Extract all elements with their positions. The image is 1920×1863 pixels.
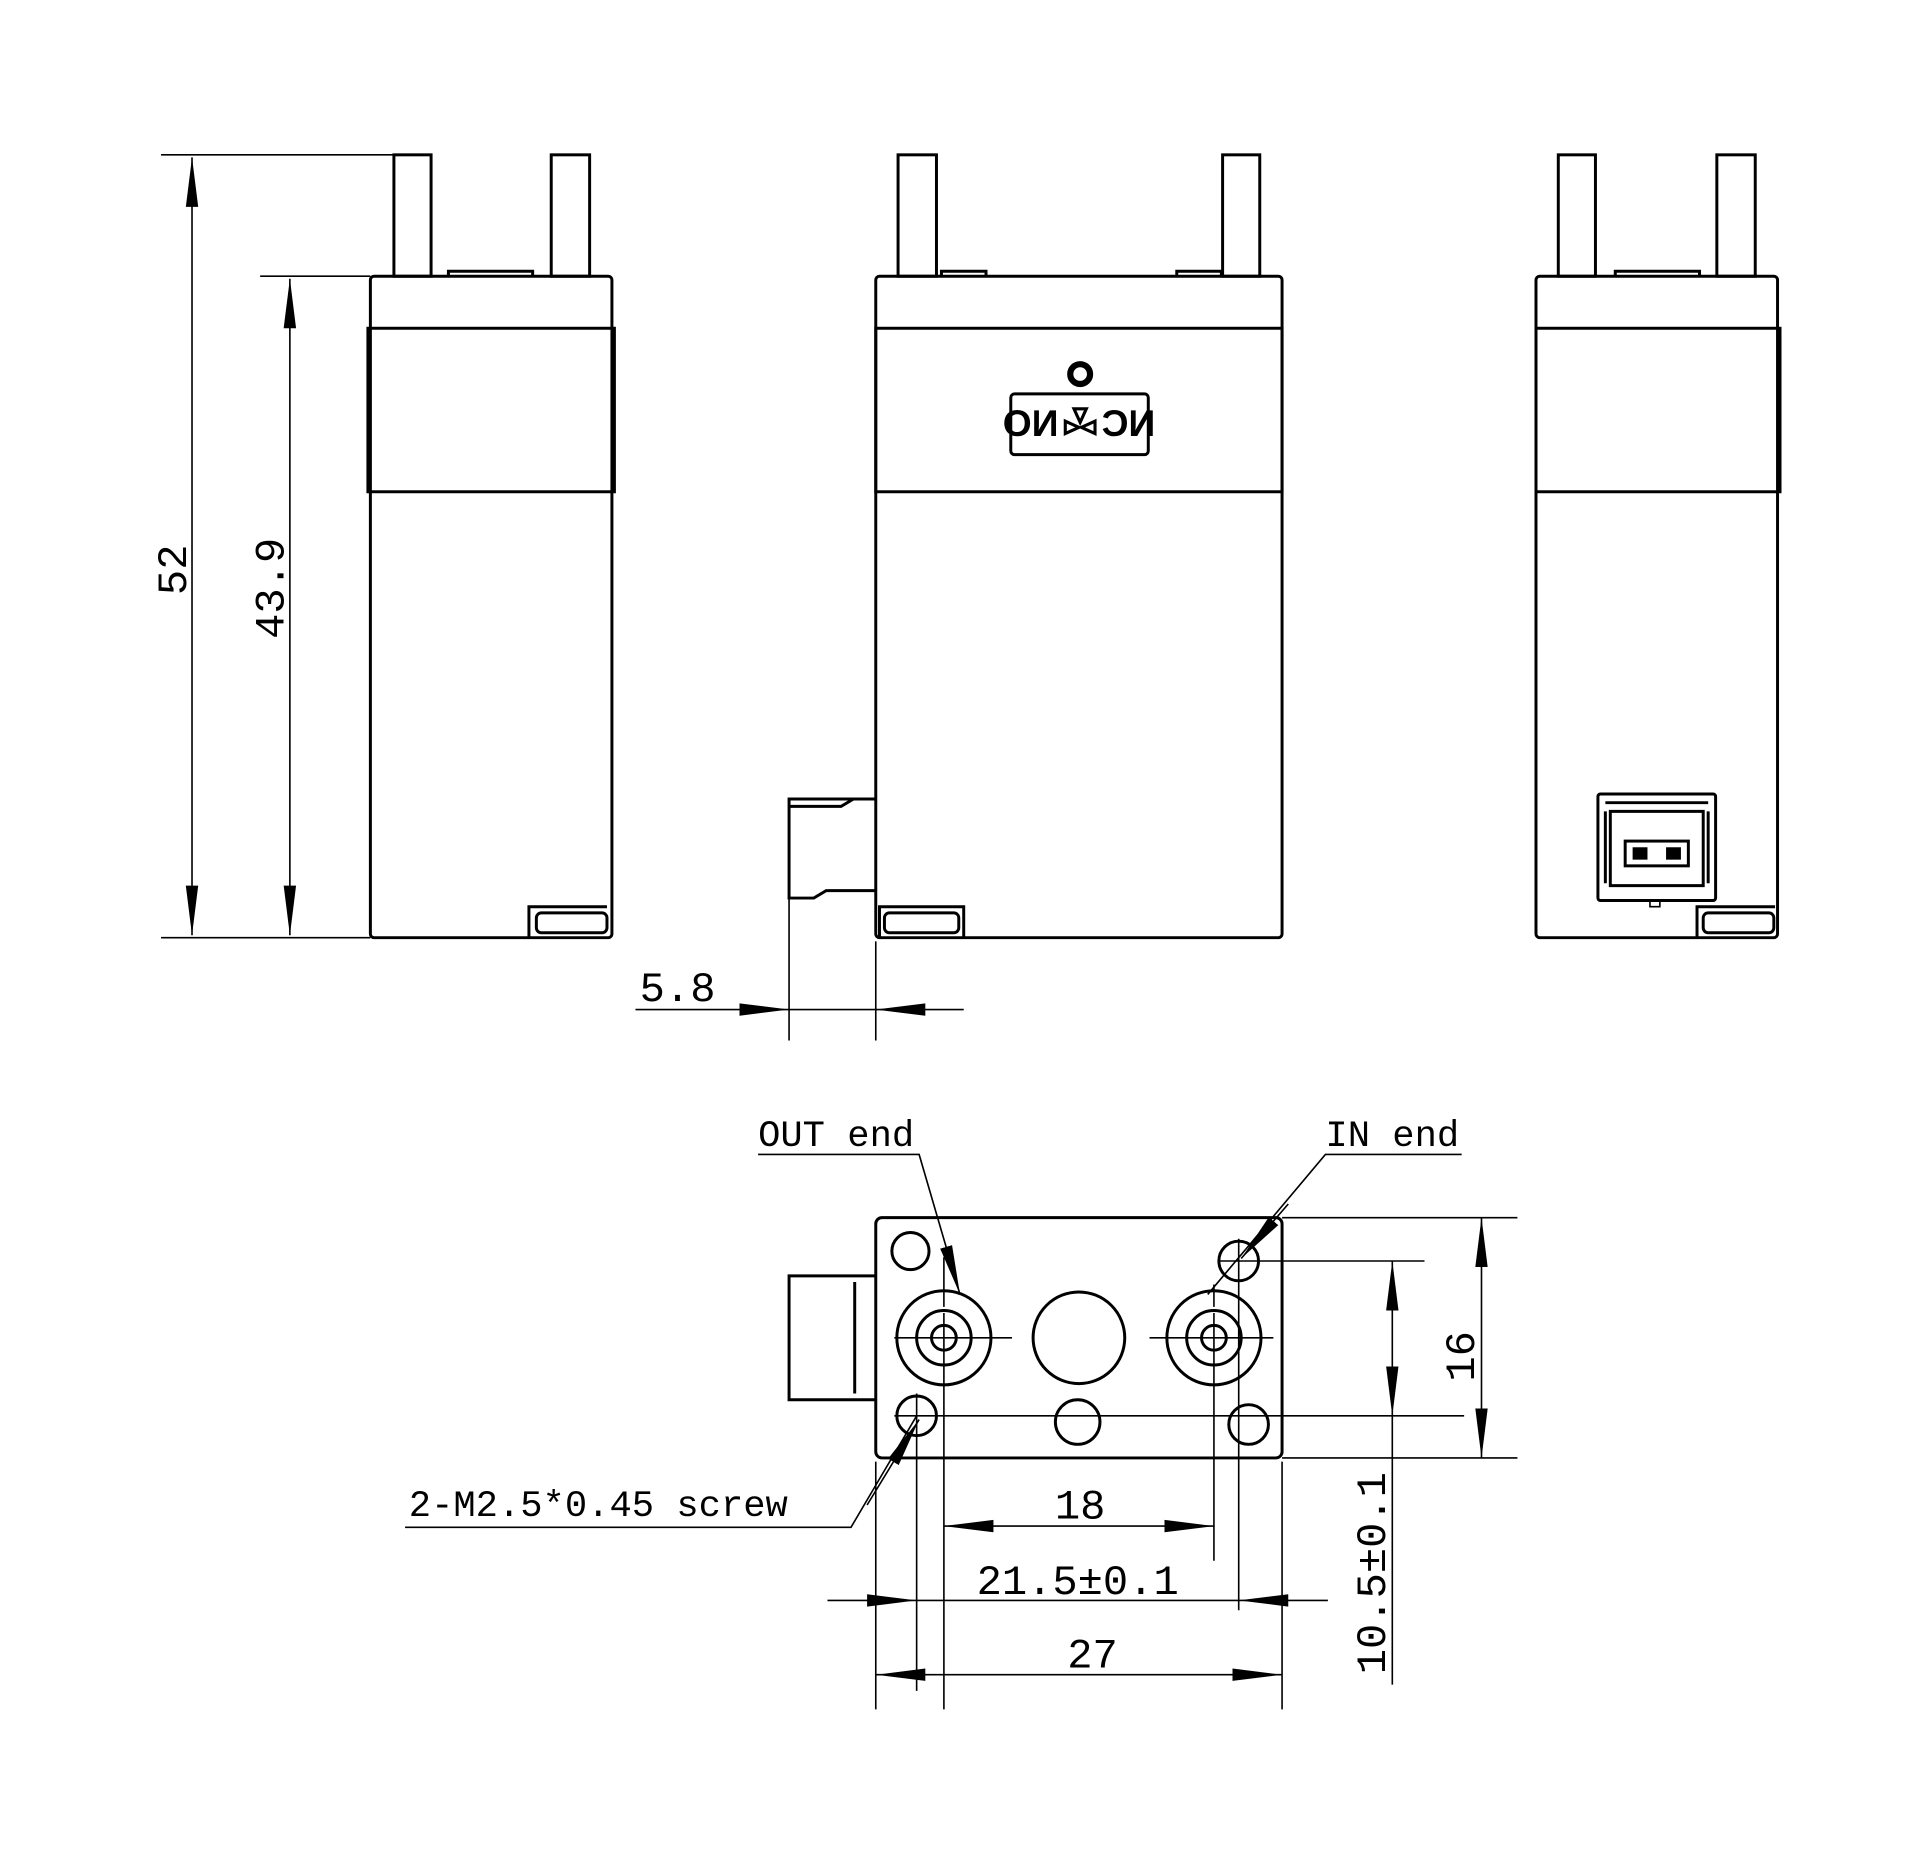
- side-view-left: [366, 153, 616, 940]
- dimension-screw-spacing-y: 10.5±0.1: [1350, 1260, 1399, 1685]
- three-way-valve-icon: [1063, 407, 1097, 436]
- label-out-end: OUT end: [758, 1116, 914, 1158]
- dimension-overall-height: 52: [151, 154, 394, 939]
- dimension-screw-spacing-x: 21.5±0.1: [827, 1559, 1328, 1607]
- dimension-base-depth: 16: [1439, 1217, 1488, 1458]
- dimension-connector-offset: 5.8: [635, 898, 964, 1041]
- indicator-circle-icon: [1067, 361, 1094, 388]
- symbol-no: NO: [1003, 402, 1059, 444]
- dim-16: 16: [1439, 1331, 1487, 1382]
- dimension-base-width: 27: [874, 1461, 1283, 1710]
- dim-5-8: 5.8: [640, 966, 716, 1014]
- front-view: [787, 153, 1284, 940]
- electrical-connector: [1596, 792, 1718, 908]
- dim-21-5: 21.5±0.1: [977, 1559, 1179, 1607]
- dimension-port-spacing: 18: [943, 1484, 1214, 1533]
- valve-symbol-label: NO NC: [1003, 361, 1156, 457]
- bottom-view: [787, 1216, 1518, 1710]
- label-in-end: IN end: [1325, 1116, 1459, 1158]
- dim-18: 18: [1055, 1484, 1106, 1532]
- dimension-body-height: 43.9: [249, 275, 371, 936]
- dim-52: 52: [151, 545, 199, 596]
- dim-43-9: 43.9: [249, 538, 297, 639]
- label-screw: 2-M2.5*0.45 screw: [409, 1486, 788, 1528]
- callout-screw: 2-M2.5*0.45 screw: [405, 1415, 920, 1528]
- symbol-nc: NC: [1102, 402, 1156, 444]
- dim-27: 27: [1067, 1632, 1118, 1680]
- callout-out-end: OUT end: [758, 1116, 961, 1295]
- side-view-right: [1534, 153, 1782, 940]
- callout-in-end: IN end: [1207, 1116, 1462, 1295]
- dim-10-5: 10.5±0.1: [1350, 1472, 1398, 1674]
